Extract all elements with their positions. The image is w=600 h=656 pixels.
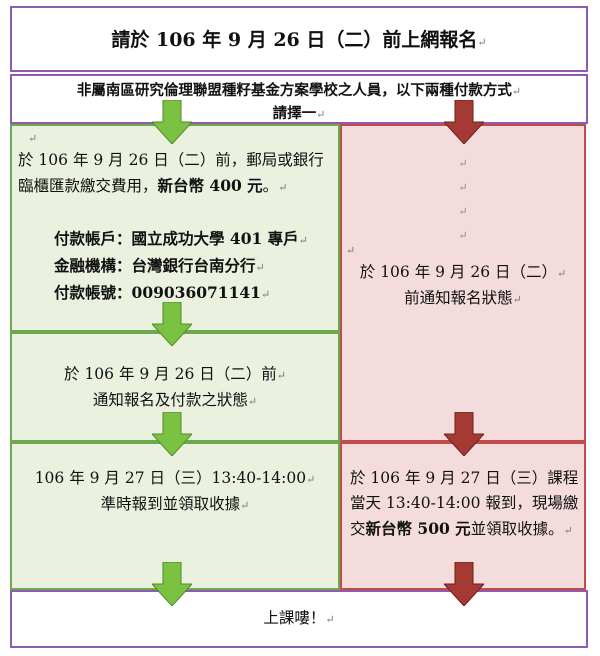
paragraph-mark: ↵ <box>477 36 487 49</box>
green-down-arrow-icon <box>152 562 192 606</box>
right-step2-prefix: 於 106 年 9 月 27 日（三）課程當天 13:40-14:00 報到，現… <box>350 469 579 538</box>
green-down-arrow-icon <box>152 412 192 456</box>
footer-text: 上課嘍！↵ <box>12 592 586 632</box>
left-step1-text: 於 106 年 9 月 26 日（二）前，郵局或銀行臨櫃匯款繳交費用，新台幣 4… <box>18 148 336 200</box>
header-title-text: 請於 106 年 9 月 26 日（二）前上網報名 <box>111 29 478 51</box>
left-step2-text: 於 106 年 9 月 26 日（二）前↵ 通知報名及付款之狀態↵ <box>12 362 338 414</box>
left-step3-line1: 106 年 9 月 27 日（三）13:40-14:00 <box>34 469 307 487</box>
paragraph-mark: ↵ <box>28 132 38 145</box>
green-down-arrow-icon <box>152 100 192 144</box>
paragraph-mark: ↵ <box>458 205 468 218</box>
paragraph-mark: ↵ <box>458 229 468 242</box>
paragraph-mark: ↵ <box>278 181 288 194</box>
right-step2-text: 於 106 年 9 月 27 日（三）課程當天 13:40-14:00 報到，現… <box>350 466 582 543</box>
left-step1-suffix: 。 <box>262 177 279 195</box>
paragraph-mark: ↵ <box>458 181 468 194</box>
payment-acctno-value: 009036071141 <box>131 283 261 302</box>
left-step1-prefix: 於 106 年 9 月 26 日（二）前，郵局或銀行臨櫃匯款繳交費用， <box>18 151 324 195</box>
subheader-box: 非屬南區研究倫理聯盟種籽基金方案學校之人員，以下兩種付款方式↵ 請擇一↵ <box>10 74 588 124</box>
paragraph-mark: ↵ <box>557 267 567 280</box>
header-title: 請於 106 年 9 月 26 日（二）前上網報名↵ <box>12 22 586 61</box>
footer-box: 上課嘍！↵ <box>10 590 588 648</box>
right-step1-line1: 於 106 年 9 月 26 日（二） <box>359 263 557 281</box>
right-step1-empty-lines: ↵ ↵ ↵ ↵ <box>342 152 584 248</box>
subheader-text: 非屬南區研究倫理聯盟種籽基金方案學校之人員，以下兩種付款方式↵ 請擇一↵ <box>12 76 586 126</box>
red-down-arrow-icon <box>444 412 484 456</box>
paragraph-mark: ↵ <box>247 395 258 408</box>
payment-acctno-label: 付款帳號 <box>54 283 117 302</box>
payment-acctno-row: 付款帳號：009036071141↵ <box>54 283 271 302</box>
right-step2-suffix: 並領取收據。 <box>470 520 564 538</box>
paragraph-mark: ↵ <box>511 85 522 98</box>
paragraph-mark: ↵ <box>298 234 308 247</box>
paragraph-mark: ↵ <box>316 108 326 121</box>
left-step2-line2: 通知報名及付款之狀態 <box>92 391 248 409</box>
red-down-arrow-icon <box>444 100 484 144</box>
right-step2-amount: 新台幣 500 元 <box>365 519 471 538</box>
payment-bank-label: 金融機構 <box>54 256 117 275</box>
left-step1-box: ↵ 於 106 年 9 月 26 日（二）前，郵局或銀行臨櫃匯款繳交費用，新台幣… <box>10 124 340 332</box>
payment-bank-row: 金融機構：台灣銀行台南分行↵ <box>54 256 265 275</box>
paragraph-mark: ↵ <box>512 293 522 306</box>
right-step1-line2: 前通知報名狀態 <box>404 289 513 307</box>
left-step3-line2: 準時報到並領取收據 <box>100 495 241 513</box>
paragraph-mark: ↵ <box>346 244 356 257</box>
right-step1-text: 於 106 年 9 月 26 日（二）↵ 前通知報名狀態↵ <box>342 260 584 312</box>
payment-account-label: 付款帳戶 <box>54 229 117 248</box>
red-down-arrow-icon <box>444 562 484 606</box>
paragraph-mark: ↵ <box>325 613 335 626</box>
footer-text-content: 上課嘍！ <box>263 609 326 627</box>
payment-details: 付款帳戶：國立成功大學 401 專戶↵ 金融機構：台灣銀行台南分行↵ 付款帳號：… <box>54 226 340 307</box>
payment-account-row: 付款帳戶：國立成功大學 401 專戶↵ <box>54 229 308 248</box>
left-step3-text: 106 年 9 月 27 日（三）13:40-14:00↵ 準時報到並領取收據↵ <box>12 466 338 518</box>
left-step2-line1: 於 106 年 9 月 26 日（二）前 <box>64 365 277 383</box>
paragraph-mark: ↵ <box>563 524 573 537</box>
right-step1-box: ↵ ↵ ↵ ↵ ↵ 於 106 年 9 月 26 日（二）↵ 前通知報名狀態↵ <box>340 124 586 442</box>
paragraph-mark: ↵ <box>240 499 250 512</box>
green-down-arrow-icon <box>152 302 192 346</box>
payment-bank-value: 台灣銀行台南分行 <box>131 256 256 275</box>
paragraph-mark: ↵ <box>458 157 468 170</box>
paragraph-mark: ↵ <box>260 288 271 301</box>
payment-account-value: 國立成功大學 401 專戶 <box>131 229 299 248</box>
paragraph-mark: ↵ <box>276 369 286 382</box>
header-box: 請於 106 年 9 月 26 日（二）前上網報名↵ <box>10 6 588 72</box>
subheader-line1: 非屬南區研究倫理聯盟種籽基金方案學校之人員，以下兩種付款方式 <box>76 82 512 99</box>
subheader-line2: 請擇一 <box>272 105 317 122</box>
paragraph-mark: ↵ <box>255 261 265 274</box>
paragraph-mark: ↵ <box>306 473 316 486</box>
left-step1-amount: 新台幣 400 元 <box>157 176 263 195</box>
